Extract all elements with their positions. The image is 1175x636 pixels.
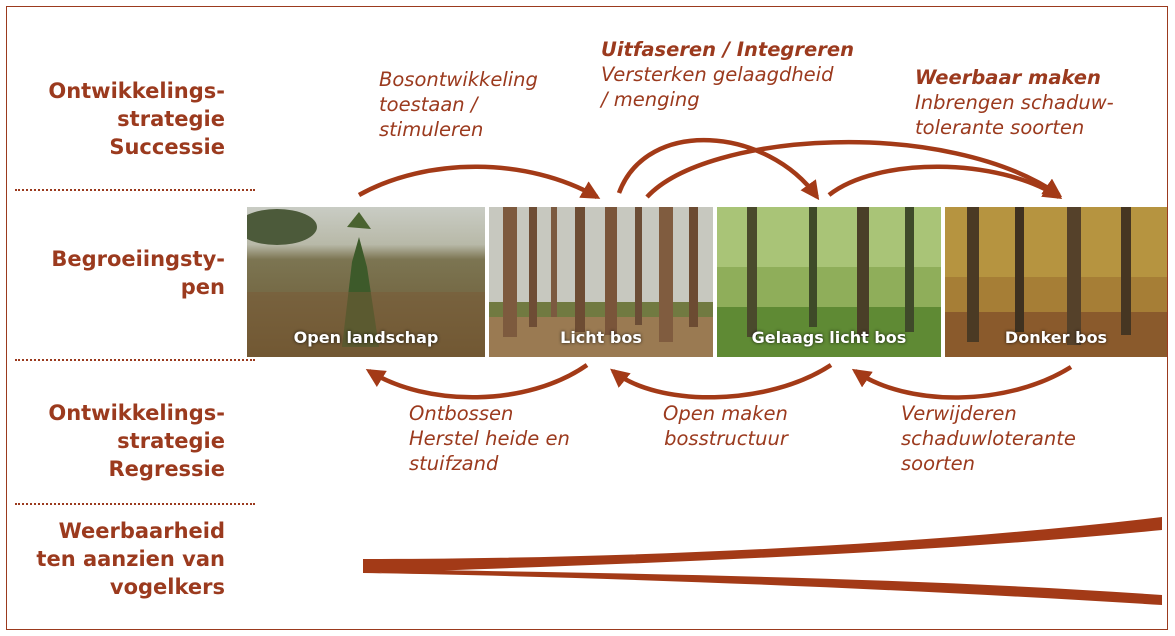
label-line: Weerbaarheid xyxy=(58,519,225,543)
annotation-line: stuifzand xyxy=(409,452,499,475)
annotation-verwijderen: Verwijderen schaduwloterante soorten xyxy=(901,401,1076,476)
photo-open-landschap: Open landschap xyxy=(247,207,485,357)
label-line: strategie xyxy=(117,429,225,453)
label-line: vogelkers xyxy=(109,575,225,599)
arrow-regression-1 xyxy=(365,363,589,400)
label-line: Ontwikkelings- xyxy=(48,401,225,425)
arrow-succession-1 xyxy=(357,164,601,199)
row-label-resilience: Weerbaarheid ten aanzien van vogelkers xyxy=(7,517,225,601)
photo-caption: Open landschap xyxy=(293,328,439,347)
separator-line xyxy=(15,189,255,191)
annotation-line: Inbrengen schaduw- xyxy=(915,91,1114,114)
row-label-succession: Ontwikkelings- strategie Successie xyxy=(7,77,225,161)
label-line: ten aanzien van xyxy=(36,547,225,571)
photo-licht-bos: Licht bos xyxy=(489,207,713,357)
label-line: Begroeiingsty- xyxy=(51,247,225,271)
annotation-weerbaar: Weerbaar maken Inbrengen schaduw- tolera… xyxy=(915,65,1114,140)
row-label-vegetation: Begroeiingsty- pen xyxy=(7,245,225,301)
annotation-line: Bosontwikkeling xyxy=(379,68,538,91)
annotation-line: Verwijderen xyxy=(901,402,1017,425)
label-line: strategie xyxy=(117,107,225,131)
dark-autumn-forest-photo xyxy=(945,207,1167,357)
annotation-line: Ontbossen xyxy=(409,402,514,425)
photo-caption: Licht bos xyxy=(560,328,642,347)
arrows-layer xyxy=(357,137,1162,605)
arrow-succession-2 xyxy=(616,137,820,201)
annotation-line: soorten xyxy=(901,452,976,475)
annotation-line: / menging xyxy=(601,88,700,111)
photo-donker-bos: Donker bos xyxy=(945,207,1167,357)
row-label-regression: Ontwikkelings- strategie Regressie xyxy=(7,399,225,483)
annotation-bosontwikkeling: Bosontwikkeling toestaan / stimuleren xyxy=(379,67,538,142)
annotation-uitfaseren: Uitfaseren / Integreren Versterken gelaa… xyxy=(601,37,854,112)
arrow-regression-2 xyxy=(610,363,833,400)
arrow-succession-4 xyxy=(827,164,1063,200)
photo-caption: Donker bos xyxy=(1004,328,1108,347)
arrow-succession-3 xyxy=(645,139,1063,199)
annotation-line: Open maken xyxy=(663,402,788,425)
annotation-ontbossen: Ontbossen Herstel heide en stuifzand xyxy=(409,401,570,476)
annotation-heading: Weerbaar maken xyxy=(915,66,1101,89)
separator-line xyxy=(15,359,255,361)
label-line: pen xyxy=(180,275,225,299)
annotation-line: stimuleren xyxy=(379,118,484,141)
annotation-line: schaduwloterante xyxy=(901,427,1076,450)
annotation-open-maken: Open maken bosstructuur xyxy=(663,401,788,451)
pine-forest-photo xyxy=(489,207,713,357)
annotation-line: toestaan / xyxy=(379,93,478,116)
annotation-heading: Uitfaseren / Integreren xyxy=(601,38,854,61)
label-line: Regressie xyxy=(108,457,225,481)
annotation-line: Versterken gelaagdheid xyxy=(601,63,834,86)
layered-green-forest-photo xyxy=(717,207,941,357)
annotation-line: Herstel heide en xyxy=(409,427,570,450)
diagram-frame: Ontwikkelings- strategie Successie Begro… xyxy=(6,6,1168,630)
annotation-line: bosstructuur xyxy=(664,427,788,450)
photo-gelaags-licht-bos: Gelaags licht bos xyxy=(717,207,941,357)
photo-caption: Gelaags licht bos xyxy=(751,328,907,347)
separator-line xyxy=(15,503,255,505)
label-line: Ontwikkelings- xyxy=(48,79,225,103)
annotation-line: tolerante soorten xyxy=(915,116,1085,139)
label-line: Successie xyxy=(109,135,225,159)
arrow-regression-3 xyxy=(851,365,1073,400)
heathland-photo xyxy=(247,207,485,357)
resilience-wedge xyxy=(363,517,1162,605)
